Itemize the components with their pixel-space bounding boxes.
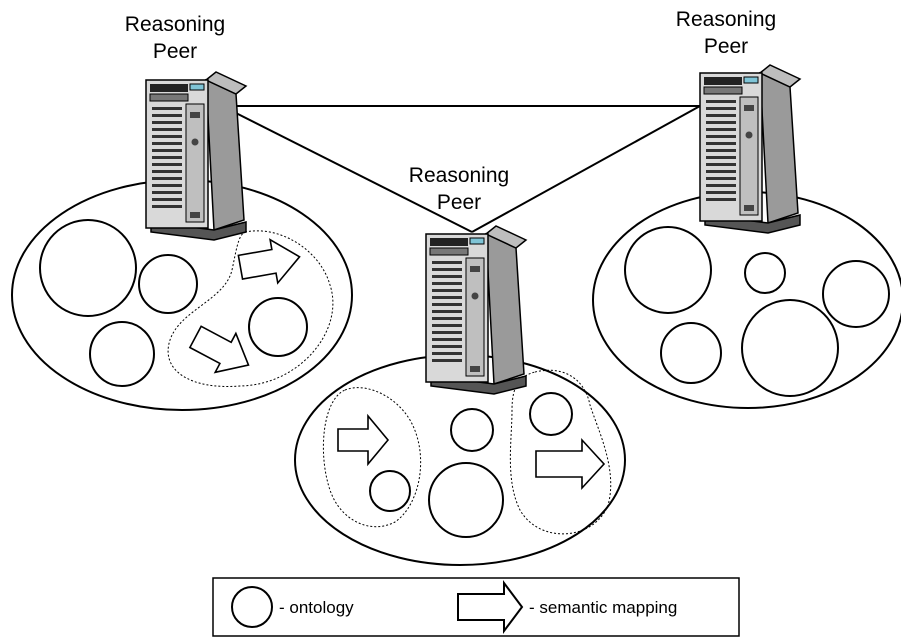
semantic-mapping-arrow [188,325,250,374]
peer-label-line2: Peer [153,40,197,63]
peer-label-center: Reasoning Peer [409,164,509,214]
peer-label-line1: Reasoning [409,164,509,187]
ontology-circle [138,254,198,314]
server-center [425,225,527,395]
ontology-circle [741,299,839,397]
peer-label-left: Reasoning Peer [125,13,225,63]
mapping-group-outline [167,230,334,388]
peer-label-line1: Reasoning [125,13,225,36]
link-right-center [471,105,701,233]
mapping-group-outline [509,369,612,535]
ontology-circle [529,392,573,436]
ontology-circle [369,470,411,512]
peer-label-line1: Reasoning [676,8,776,31]
semantic-mapping-arrow [535,437,606,491]
peer-region-right [592,191,901,409]
peer-region-left [11,179,353,411]
peer-label-right: Reasoning Peer [676,8,776,58]
ontology-circle [248,297,308,357]
legend-mapping-label: - semantic mapping [529,598,677,617]
legend-ontology-label: - ontology [279,598,354,617]
ontology-circle [744,252,786,294]
semantic-mapping-arrow [337,413,390,467]
ontology-circle [89,321,155,387]
semantic-mapping-arrow [237,238,301,285]
peer-label-line2: Peer [704,35,748,58]
ontology-circle [450,408,494,452]
ontology-circle [624,226,712,314]
server-right [699,64,801,234]
server-left [145,71,247,241]
link-left-center [221,105,473,233]
legend-ontology-symbol [231,586,273,628]
peer-label-line2: Peer [437,191,481,214]
mapping-group-outline [322,387,422,528]
peer-connection-lines [221,105,701,233]
ontology-circle [822,260,890,328]
legend-mapping-symbol [457,580,524,634]
ontology-circle [428,462,504,538]
legend: - ontology - semantic mapping [212,577,740,637]
peer-region-center [294,354,626,566]
ontology-circle [39,219,137,317]
ontology-circle [660,322,722,384]
